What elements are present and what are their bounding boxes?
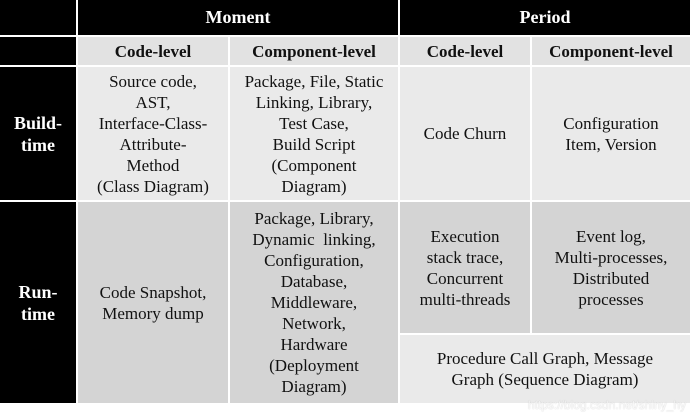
cell-text-line: Multi-processes, [554, 247, 668, 267]
period-component-level-header: Component-level [532, 37, 692, 67]
cell-text-line: Build Script [272, 134, 356, 154]
cell-text-line: Linking, Library, [255, 92, 373, 112]
cell-text-line: Package, File, Static [244, 71, 384, 91]
cell-text-line: Middleware, [270, 293, 358, 312]
moment-code-level-header: Code-level [78, 37, 230, 67]
period-code-level-header: Code-level [400, 37, 532, 67]
watermark-text: https://blog.csdn.net/shiny_hy [527, 398, 686, 412]
cell-text-line: Graph (Sequence Diagram) [451, 370, 639, 389]
cell-text-line: Concurrent [426, 268, 504, 288]
cell-text-line: multi-threads [419, 289, 511, 309]
cell-text-line: Test Case, [279, 113, 349, 133]
cell-text-line: Configuration, [264, 251, 364, 270]
cell-text-line: Code Snapshot, [99, 282, 207, 302]
cell-text-line: Network, [282, 314, 346, 333]
cell-text-line: Method [126, 155, 180, 175]
cell-text-line: Package, Library, [254, 209, 374, 228]
run-time-label: Run- time [0, 202, 78, 405]
cell-text-line: Distributed [572, 268, 650, 288]
cell-text-line: stack trace, [426, 247, 504, 267]
cell-text-line: Configuration [563, 113, 659, 133]
corner-subcell [0, 37, 78, 67]
build-time-moment-code: Source code,AST,Interface-Class-Attribut… [78, 67, 230, 202]
cell-text-line: Diagram) [281, 377, 347, 396]
corner-cell [0, 0, 78, 37]
cell-text-line: Hardware [280, 335, 348, 354]
cell-text-line: Source code, [109, 71, 197, 91]
run-time-moment-component: Package, Library, Dynamic linking, Configu… [230, 202, 400, 405]
cell-text-line: processes [578, 289, 644, 309]
moment-component-level-header: Component-level [230, 37, 400, 67]
cell-text-line: Memory dump [102, 303, 204, 323]
build-time-period-code: Code Churn [400, 67, 532, 202]
cell-text-line: (Class Diagram) [97, 176, 209, 196]
cell-text-line: Procedure Call Graph, Message [436, 349, 654, 368]
cell-text-line: Diagram) [281, 176, 347, 196]
cell-text-line: Code Churn [423, 124, 507, 143]
cell-text-line: Attribute- [119, 134, 187, 154]
run-time-moment-code: Code Snapshot,Memory dump [78, 202, 230, 405]
cell-text-line: (Component [271, 155, 357, 175]
cell-text-line: Dynamic linking, [252, 230, 376, 249]
build-time-label: Build- time [0, 67, 78, 202]
period-header: Period [400, 0, 692, 37]
cell-text-line: (Deployment [269, 356, 359, 375]
cell-text-line: Item, Version [565, 134, 657, 154]
cell-text-line: Event log, [576, 226, 646, 246]
moment-header: Moment [78, 0, 400, 37]
cell-text-line: Execution [430, 226, 500, 246]
cell-text-line: AST, [135, 92, 171, 112]
cell-text-line: Database, [280, 272, 348, 291]
cell-text-line: Interface-Class- [98, 113, 208, 133]
